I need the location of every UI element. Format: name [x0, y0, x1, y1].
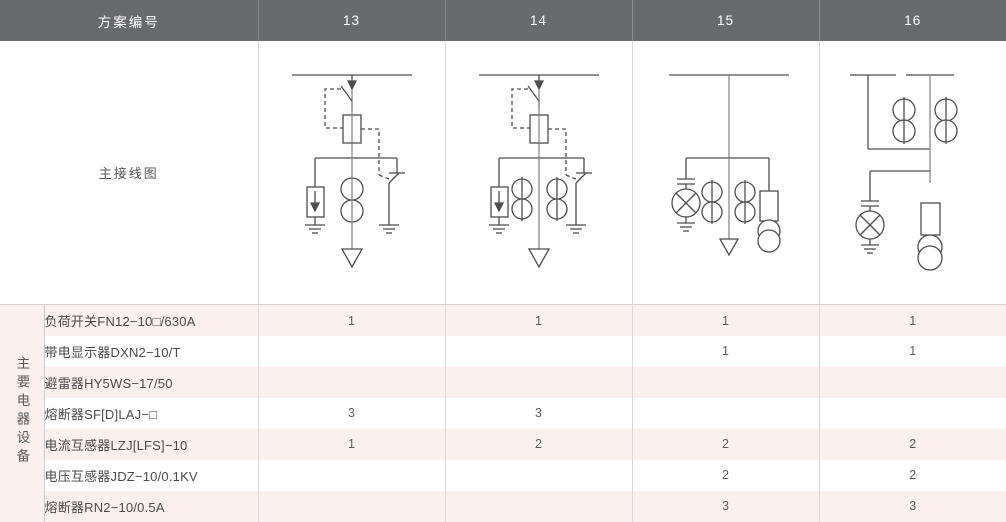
equipment-qty-16 [819, 366, 1006, 398]
single-line-diagram-15 [668, 74, 789, 257]
equipment-qty-15: 2 [632, 459, 820, 491]
equipment-name: 电压互感器JDZ−10/0.1KV [44, 459, 259, 491]
header-scheme-13[interactable]: 13 [258, 0, 446, 42]
table-row: 带电显示器DXN2−10/T 1 1 [0, 335, 1006, 367]
equipment-group-label: 主要电器设备 [0, 304, 45, 522]
equipment-qty-14 [445, 335, 633, 367]
table-row: 熔断器SF[D]LAJ−□ 3 3 [0, 397, 1006, 429]
table-row: 主要电器设备 负荷开关FN12−10□/630A 1 1 1 1 [0, 304, 1006, 522]
equipment-qty-13: 1 [258, 428, 446, 460]
voltage-transformer-icon [917, 245, 943, 271]
main-wiring-diagram-row: 主接线图 [0, 41, 1006, 306]
single-line-diagram-14 [478, 74, 599, 269]
bus-connector-icon [346, 80, 357, 91]
equipment-qty-13 [258, 459, 446, 491]
cable-outgoing-icon [527, 248, 550, 269]
wiring-diagram-scheme-16 [819, 41, 1006, 306]
equipment-qty-14: 1 [445, 304, 633, 336]
equipment-qty-16: 2 [819, 459, 1006, 491]
interlock-dashed-icon [510, 88, 539, 129]
equipment-qty-15: 2 [632, 428, 820, 460]
load-switch-blade-icon [339, 85, 353, 102]
interlock-dashed-icon [323, 88, 352, 129]
main-wiring-diagram-label: 主接线图 [0, 41, 259, 306]
equipment-qty-14 [445, 490, 633, 522]
equipment-name: 避雷器HY5WS−17/50 [44, 366, 259, 398]
cable-outgoing-icon [340, 248, 363, 269]
equipment-qty-14: 2 [445, 428, 633, 460]
equipment-qty-15 [632, 366, 820, 398]
table-row: 电流互感器LZJ[LFS]−10 1 2 2 2 [0, 428, 1006, 460]
equipment-qty-16: 2 [819, 428, 1006, 460]
equipment-name: 熔断器RN2−10/0.5A [44, 490, 259, 522]
fuse-icon [758, 190, 779, 222]
equipment-qty-15: 3 [632, 490, 820, 522]
table-row: 熔断器RN2−10/0.5A 3 3 [0, 490, 1006, 522]
equipment-qty-13: 1 [258, 304, 446, 336]
single-line-diagram-13 [291, 74, 412, 269]
table-header-row: 方案编号 13 14 15 16 [0, 0, 1006, 42]
equipment-qty-13 [258, 366, 446, 398]
equipment-qty-13: 3 [258, 397, 446, 429]
equipment-name: 电流互感器LZJ[LFS]−10 [44, 428, 259, 460]
header-scheme-16[interactable]: 16 [819, 0, 1006, 42]
equipment-qty-16: 3 [819, 490, 1006, 522]
equipment-qty-15: 1 [632, 335, 820, 367]
equipment-name: 带电显示器DXN2−10/T [44, 335, 259, 367]
wiring-diagram-scheme-13 [258, 41, 446, 306]
equipment-qty-13 [258, 335, 446, 367]
table-row: 避雷器HY5WS−17/50 [0, 366, 1006, 398]
equipment-qty-16: 1 [819, 335, 1006, 367]
equipment-qty-15 [632, 397, 820, 429]
equipment-qty-16 [819, 397, 1006, 429]
equipment-qty-16: 1 [819, 304, 1006, 336]
equipment-qty-15: 1 [632, 304, 820, 336]
header-scheme-14[interactable]: 14 [445, 0, 633, 42]
voltage-transformer-icon [756, 229, 781, 253]
wiring-diagram-scheme-14 [445, 41, 633, 306]
equipment-qty-14 [445, 459, 633, 491]
bus-connector-icon [533, 80, 544, 91]
header-scheme-number-label: 方案编号 [0, 0, 259, 42]
equipment-qty-14: 3 [445, 397, 633, 429]
equipment-name: 负荷开关FN12−10□/630A [44, 304, 259, 336]
load-switch-blade-icon [526, 85, 540, 102]
equipment-qty-14 [445, 366, 633, 398]
cable-outgoing-icon [718, 238, 739, 257]
fuse-icon [920, 202, 941, 236]
equipment-qty-13 [258, 490, 446, 522]
equipment-name: 熔断器SF[D]LAJ−□ [44, 397, 259, 429]
header-scheme-15[interactable]: 15 [632, 0, 820, 42]
table-row: 电压互感器JDZ−10/0.1KV 2 2 [0, 459, 1006, 491]
wiring-diagram-scheme-15 [632, 41, 820, 306]
single-line-diagram-16 [849, 74, 958, 271]
